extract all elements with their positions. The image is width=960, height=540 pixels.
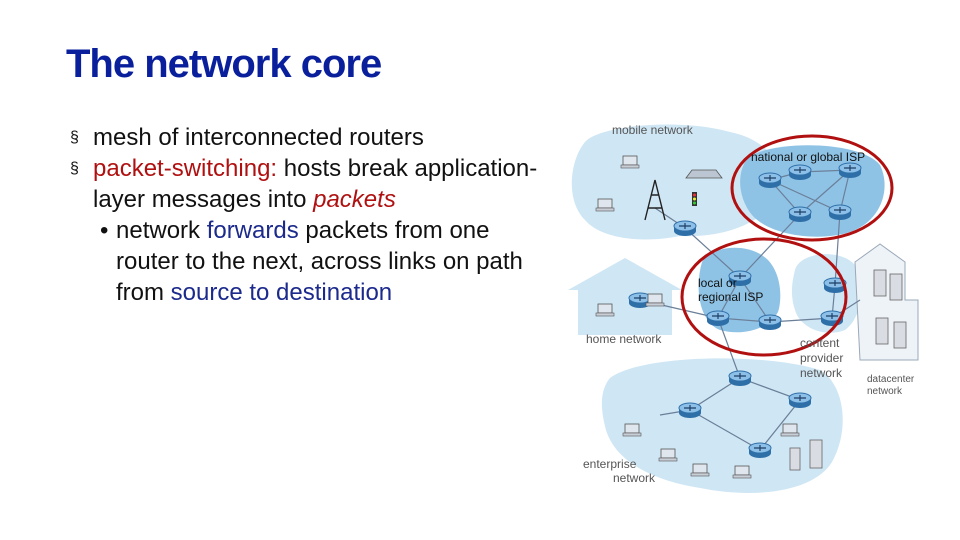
datacenter-label-1: datacenter xyxy=(867,374,915,385)
forwards-term: forwards xyxy=(206,217,299,244)
content-provider-label-2: provider xyxy=(800,351,843,365)
slide-title: The network core xyxy=(66,42,382,86)
enterprise-label-1: enterprise xyxy=(583,457,637,471)
national-isp-highlight-ring xyxy=(730,134,894,242)
bullet-marker: § xyxy=(70,160,79,177)
bullet-marker: § xyxy=(70,129,79,146)
local-isp-highlight-ring xyxy=(680,237,848,357)
enterprise-label-2: network xyxy=(613,471,656,485)
cell-tower-icon xyxy=(644,179,666,221)
bullet-text: hosts break application-layer messages i… xyxy=(93,155,538,213)
bullet-item: § mesh of interconnected routers xyxy=(70,122,550,153)
sub-bullet-marker: • xyxy=(100,217,109,244)
national-isp-label: national or global ISP xyxy=(751,150,865,164)
bullet-list: § mesh of interconnected routers § packe… xyxy=(70,122,550,308)
server-icons xyxy=(789,269,907,471)
mobile-network-label: mobile network xyxy=(612,123,694,137)
bullet-item: § packet-switching: hosts break applicat… xyxy=(70,153,550,215)
sub-bullet-text: network xyxy=(116,217,207,244)
sub-bullet-text-2: packets from one router to the next, acr… xyxy=(116,217,523,306)
local-isp-label-1: local or xyxy=(698,276,737,290)
home-network-house xyxy=(568,258,682,335)
car-icon xyxy=(685,169,723,179)
bullet-text: mesh of interconnected routers xyxy=(93,124,424,151)
local-isp-label-2: regional ISP xyxy=(698,290,763,304)
traffic-light-icon xyxy=(692,192,697,206)
content-provider-label-1: content xyxy=(800,336,840,350)
home-network-label: home network xyxy=(586,332,662,346)
sub-bullet-item: • network forwards packets from one rout… xyxy=(70,215,550,308)
packets-term: packets xyxy=(313,186,396,213)
mobile-network-region xyxy=(571,124,780,240)
content-provider-label-3: network xyxy=(800,366,843,380)
packet-switching-term: packet-switching: xyxy=(93,155,278,182)
source-destination-term: source to destination xyxy=(170,279,393,306)
datacenter-label-2: network xyxy=(867,386,903,397)
